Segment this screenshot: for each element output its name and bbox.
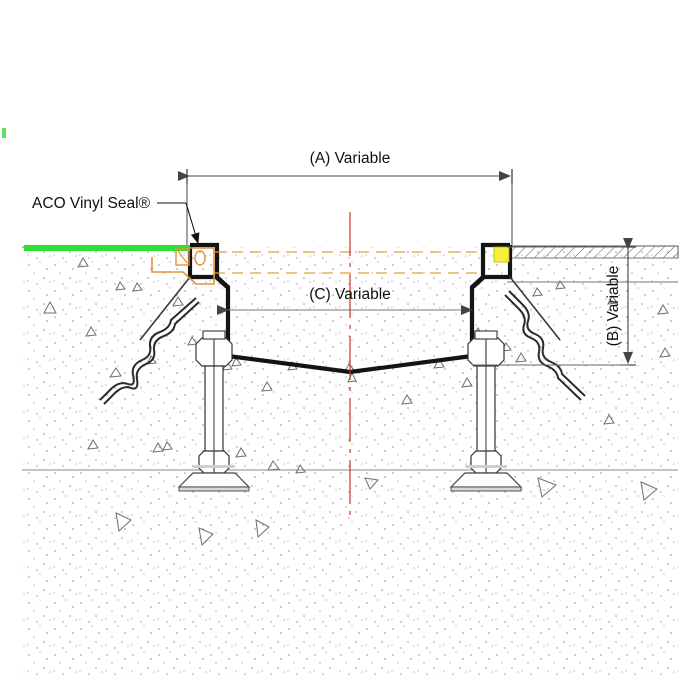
channel-outer-slope-left <box>139 276 191 341</box>
anchor-bar-right <box>504 290 586 401</box>
vinyl-seal-callout: ACO Vinyl Seal® <box>32 195 200 245</box>
edge-trim-yellow <box>493 246 510 263</box>
vinyl-seal-label: ACO Vinyl Seal® <box>32 195 151 212</box>
dim-b-label: (B) Variable <box>605 266 622 347</box>
floor-finish-layers <box>506 245 679 283</box>
vinyl-seal-detail <box>151 247 215 285</box>
support-pedestal-right <box>449 330 523 492</box>
stray-green-mark <box>2 128 6 138</box>
dimension-a: (A) Variable <box>178 150 513 245</box>
support-pedestal-left <box>177 330 251 492</box>
waterproof-membrane-green <box>2 128 190 251</box>
seal-dashed-guides <box>214 251 484 274</box>
dim-c-label: (C) Variable <box>309 286 391 303</box>
anchor-bar-left <box>99 297 200 405</box>
channel-outer-slope-right <box>509 276 561 341</box>
dimension-b: (B) Variable <box>472 238 636 366</box>
dim-a-label: (A) Variable <box>310 150 391 167</box>
dimension-c: (C) Variable <box>217 286 474 315</box>
tile-layer <box>506 245 679 259</box>
